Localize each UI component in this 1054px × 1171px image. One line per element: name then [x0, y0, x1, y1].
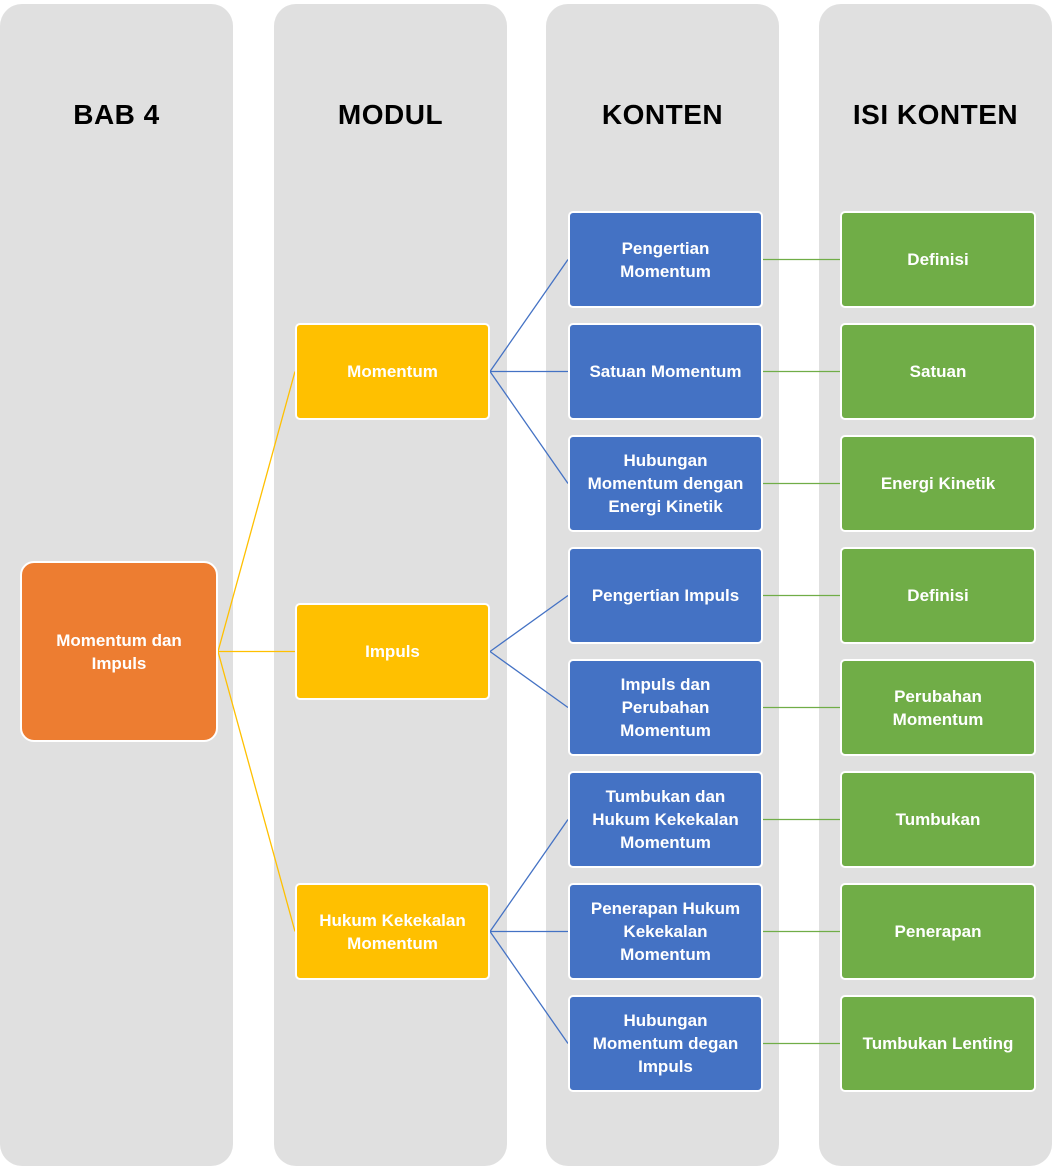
lane-modul: MODUL — [274, 4, 507, 1166]
module-node-impuls: Impuls — [295, 603, 490, 700]
module-node-label: Impuls — [365, 642, 420, 661]
detail-node-definisi-momentum: Definisi — [840, 211, 1036, 308]
lane-title-modul: MODUL — [337, 99, 444, 130]
content-node-impuls-perubahan: Impuls dan Perubahan Momentum — [568, 659, 763, 756]
content-node-label: Tumbukan dan Hukum Kekekalan Momentum — [592, 787, 739, 852]
content-node-label: Pengertian Momentum — [620, 238, 711, 281]
module-node-label: Momentum — [347, 362, 438, 381]
content-node-satuan-momentum: Satuan Momentum — [568, 323, 763, 420]
module-node-label: Hukum Kekekalan Momentum — [319, 910, 466, 953]
content-node-pengertian-momentum: Pengertian Momentum — [568, 211, 763, 308]
lane-title-konten: KONTEN — [601, 99, 724, 130]
lane-title-isi-konten: ISI KONTEN — [852, 99, 1019, 130]
detail-node-perubahan-momentum: Perubahan Momentum — [840, 659, 1036, 756]
module-node-momentum: Momentum — [295, 323, 490, 420]
detail-node-label: Perubahan Momentum — [892, 686, 984, 729]
detail-node-label: Penerapan — [894, 922, 982, 941]
content-node-hubungan-energi-kinetik: Hubungan Momentum dengan Energi Kinetik — [568, 435, 763, 532]
detail-node-label: Satuan — [909, 362, 967, 381]
content-node-pengertian-impuls: Pengertian Impuls — [568, 547, 763, 644]
detail-node-label: Tumbukan — [895, 810, 981, 829]
lane-title-bab: BAB 4 — [73, 99, 160, 130]
detail-node-label: Definisi — [907, 250, 969, 269]
detail-node-label: Definisi — [907, 586, 969, 605]
detail-node-label: Energi Kinetik — [880, 474, 996, 493]
detail-node-definisi-impuls: Definisi — [840, 547, 1036, 644]
detail-node-label: Tumbukan Lenting — [862, 1034, 1014, 1053]
content-node-label: Impuls dan Perubahan Momentum — [620, 675, 711, 740]
detail-node-tumbukan: Tumbukan — [840, 771, 1036, 868]
detail-node-satuan: Satuan — [840, 323, 1036, 420]
module-node-hukum-kekekalan: Hukum Kekekalan Momentum — [295, 883, 490, 980]
detail-node-penerapan: Penerapan — [840, 883, 1036, 980]
root-node-label: Momentum dan Impuls — [56, 630, 182, 673]
content-node-hubungan-impuls: Hubungan Momentum degan Impuls — [568, 995, 763, 1092]
content-node-tumbukan-hukum: Tumbukan dan Hukum Kekekalan Momentum — [568, 771, 763, 868]
content-node-label: Hubungan Momentum degan Impuls — [592, 1011, 739, 1076]
content-node-penerapan-hukum: Penerapan Hukum Kekekalan Momentum — [568, 883, 763, 980]
content-node-label: Satuan Momentum — [589, 362, 742, 381]
detail-node-tumbukan-lenting: Tumbukan Lenting — [840, 995, 1036, 1092]
detail-node-energi-kinetik: Energi Kinetik — [840, 435, 1036, 532]
content-node-label: Pengertian Impuls — [591, 586, 740, 605]
content-node-label: Hubungan Momentum dengan Energi Kinetik — [587, 451, 744, 516]
content-node-label: Penerapan Hukum Kekekalan Momentum — [590, 899, 741, 964]
root-node: Momentum dan Impuls — [20, 561, 218, 742]
